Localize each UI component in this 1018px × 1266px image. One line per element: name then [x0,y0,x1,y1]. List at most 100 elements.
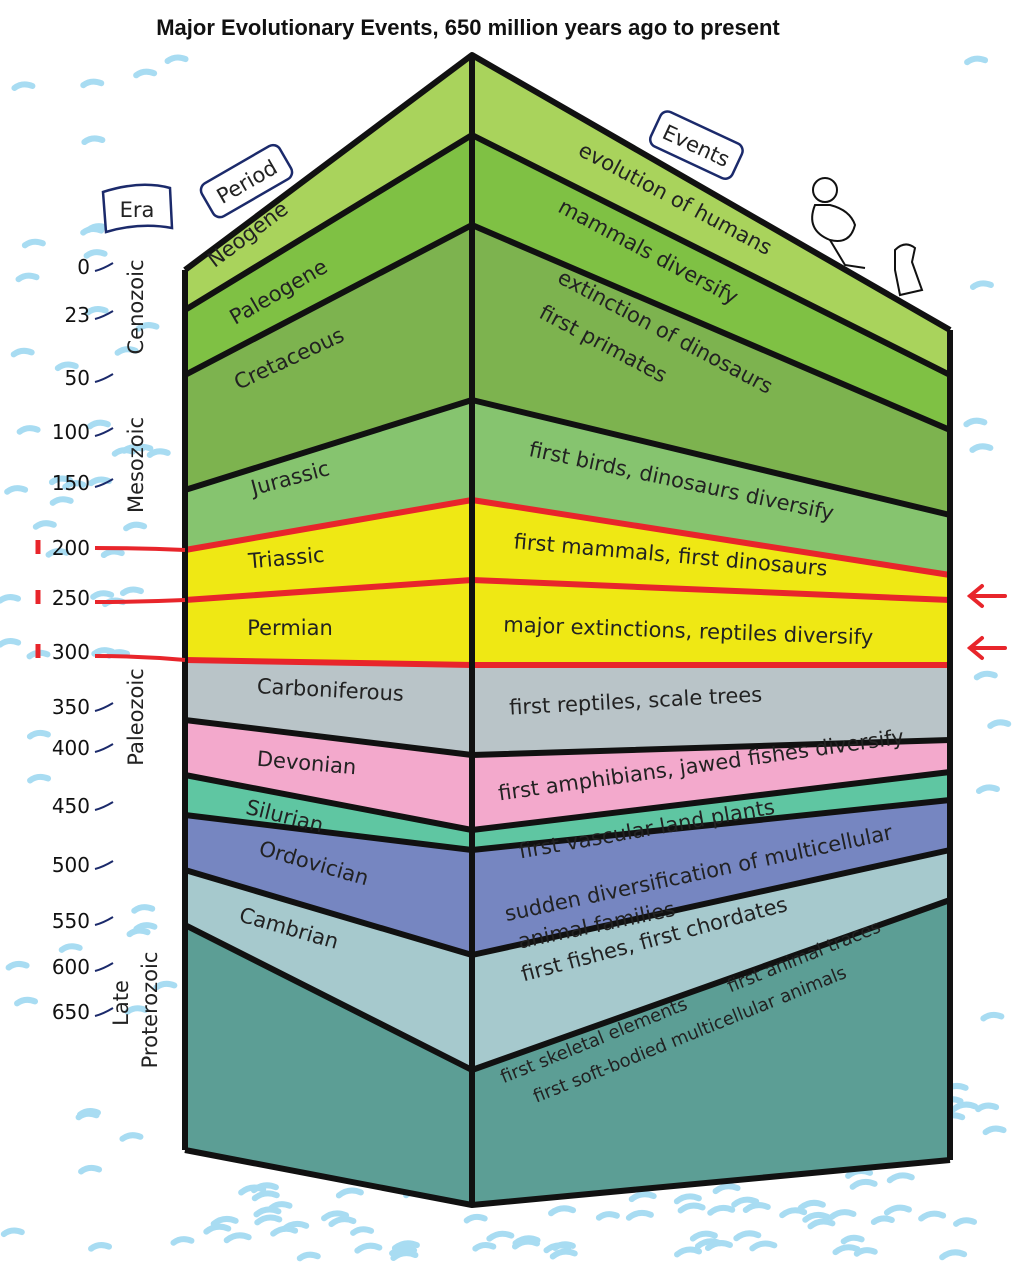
scribble [886,1172,915,1184]
scribble [81,135,106,146]
scale-tick-label: 50 [65,366,90,390]
scribble [335,1187,364,1199]
era-header: Era [101,183,174,234]
scribble [964,55,989,66]
human-and-dog-doodle-icon [811,177,924,297]
scribble [674,1246,703,1258]
strata-layers [94,52,953,1208]
scribble [731,1196,760,1208]
scale-tick-line [94,1007,114,1017]
scribble [238,1184,267,1196]
scribble [549,1248,578,1260]
scribble [712,1183,741,1195]
scale-tick-label: 350 [52,695,90,719]
scribble [883,1204,912,1216]
scribble [5,960,30,971]
time-scale: 0235010015020025030035040045050055060065… [35,255,114,1024]
scribble [45,548,70,558]
scribble [391,1240,420,1252]
scale-tick-line [94,427,114,437]
scale-tick-line [94,310,114,320]
scribble [170,1236,195,1246]
scribble [26,729,51,740]
scribble [733,1230,762,1242]
scribble [963,417,988,428]
scribble [88,1242,113,1252]
scribble [749,1240,778,1252]
scribble [87,476,112,487]
scribble [969,280,994,290]
scribble [254,1214,283,1226]
scribble [987,719,1012,729]
scribble [828,1209,857,1221]
scribble [328,1216,357,1228]
era-mesozoic: Mesozoic [124,417,148,513]
scribble [119,586,144,597]
scribble [463,1213,488,1224]
scribble [321,1210,350,1222]
scale-tick-line [94,860,114,870]
scribble [78,1164,103,1175]
scale-tick-line [94,373,114,383]
scribble [832,1244,861,1256]
scale-tick-label: 300 [52,640,90,664]
scribble [486,1230,515,1242]
highlight-line [94,546,186,552]
scribble [15,272,40,283]
scribble [129,443,154,454]
scribble [512,1238,541,1250]
highlight-line [94,654,186,662]
scale-tick-line [94,962,114,972]
scribble [548,1205,577,1217]
scale-tick-label: 23 [65,303,90,327]
scribble [704,1240,733,1251]
highlight-line [94,598,186,604]
scale-tick-label: 550 [52,909,90,933]
stratum-jurassic [185,400,950,575]
scribble [203,1223,232,1235]
scribble [472,1241,497,1252]
stratum-neogene [185,55,950,375]
scribble [350,1226,375,1236]
scribble [48,475,73,486]
scribble [135,322,160,332]
scribble [223,1232,252,1244]
stratum-cretaceous [185,225,950,515]
era-paleozoic: Paleozoic [124,668,148,765]
scribble [807,1218,836,1230]
scale-tick-line [94,702,114,712]
scribble [953,1217,978,1227]
era-late: Late [109,980,133,1026]
highlight-arrow-icon [966,584,1007,660]
scribble [86,419,111,430]
scribble [90,590,115,600]
scribble [980,1011,1005,1022]
scribble [114,346,139,356]
scale-tick-line [94,916,114,926]
scribble [975,1102,1000,1113]
scribble [779,1207,808,1219]
scale-tick-label: 450 [52,794,90,818]
diagram-title: Major Evolutionary Events, 650 million y… [156,15,780,40]
scribble [54,361,79,372]
scribble [628,1191,657,1203]
scribble [918,1210,947,1222]
scribble [975,784,1000,795]
scribble [4,485,29,495]
scribble [707,1204,736,1216]
scribble [689,1230,718,1242]
scribble [14,996,39,1007]
scale-tick-label: 150 [52,471,90,495]
scribble [0,1227,25,1238]
scribble [164,54,189,65]
scribble [100,548,125,559]
scribble [849,1178,878,1190]
scribble [0,594,22,604]
scribble [80,78,105,89]
stratum-proterozoic [185,900,950,1205]
scribble [123,521,148,532]
scribble [840,1234,865,1245]
stratum-permian [185,580,950,665]
scale-tick-label: 200 [52,536,90,560]
